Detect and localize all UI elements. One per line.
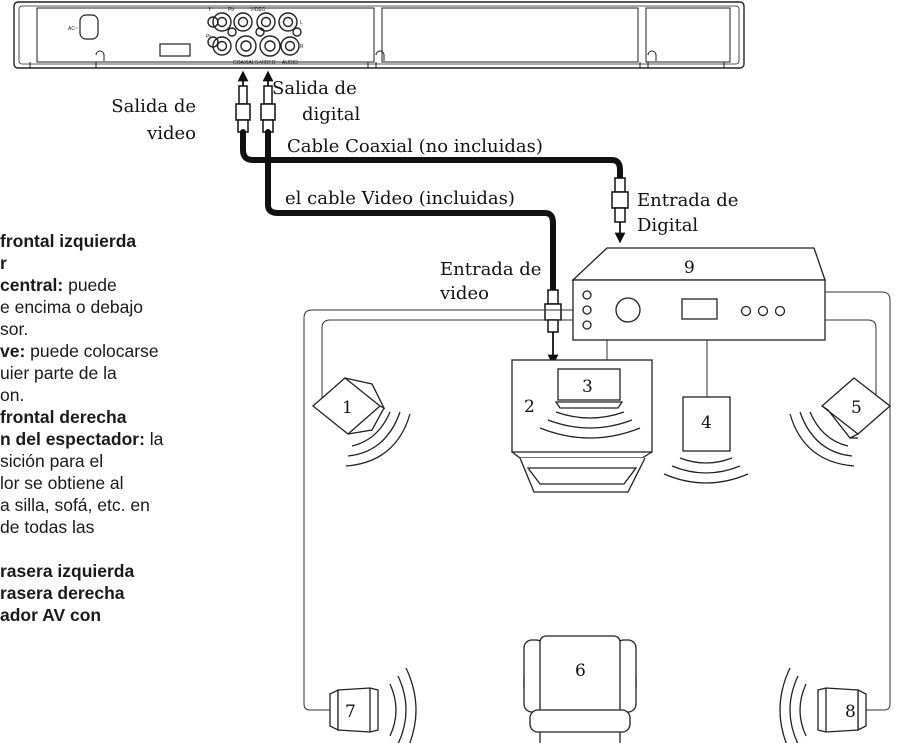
- video-cable-label: el cable Video (incluidas): [285, 188, 515, 209]
- speaker-center: [554, 368, 624, 409]
- sound-waves-subwoofer: [663, 457, 749, 484]
- digital-output-label-line2: digital: [302, 104, 361, 125]
- legend-line-10: n del espectador: la: [0, 429, 164, 449]
- digital-input-label-line1: Entrada de: [637, 190, 738, 211]
- r-label: R: [300, 44, 304, 50]
- video-input-label-line2: video: [439, 283, 489, 304]
- legend-line-5: sor.: [0, 319, 29, 339]
- input-arrows: [547, 222, 626, 366]
- sound-waves-rear-right: [779, 667, 807, 743]
- coaxial-label: COAXIAL: [233, 60, 255, 66]
- speaker-front-right: [820, 377, 892, 439]
- legend-line-7: uier parte de la: [0, 363, 117, 383]
- callout-labels: Salida de video Salida de digital Cable …: [111, 78, 738, 304]
- jack-labels: AC~ Y Pb Pr VIDEO L R COAXIAL S-VIDEO AU…: [68, 7, 304, 66]
- speaker-wires: [303, 291, 891, 711]
- number-1: 1: [342, 398, 353, 418]
- digital-output-label-line1: Salida de: [272, 78, 357, 99]
- pr-label: Pr: [206, 34, 211, 40]
- number-3: 3: [582, 377, 593, 397]
- video-input-label-line1: Entrada de: [440, 259, 541, 280]
- video-output-label-line1: Salida de: [111, 96, 196, 117]
- number-5: 5: [851, 398, 862, 418]
- component-numbers: 1 2 3 4 5 6 7 8 9: [342, 258, 862, 722]
- video-jack-label: VIDEO: [250, 7, 266, 13]
- y-label: Y: [208, 7, 212, 13]
- number-2: 2: [524, 397, 535, 417]
- dvd-player-rear-panel: [13, 1, 745, 69]
- legend-line-8: on.: [0, 385, 25, 405]
- video-output-label-line2: video: [146, 123, 196, 144]
- number-7: 7: [345, 702, 356, 722]
- top-plugs: [235, 85, 276, 133]
- legend-line-18: ador AV con: [0, 605, 102, 625]
- cables: [240, 129, 623, 293]
- speaker-rear-left: [329, 687, 379, 733]
- pb-label: Pb: [228, 7, 234, 13]
- sound-waves-front-left: [345, 411, 411, 467]
- legend-line-17: rasera derecha: [0, 583, 125, 603]
- legend-line-13: a silla, sofá, etc. en: [0, 495, 150, 515]
- digital-input-label-line2: Digital: [637, 215, 698, 236]
- sound-waves-rear-left: [389, 667, 417, 743]
- ac-label: AC~: [68, 26, 78, 32]
- legend-line-1: frontal izquierda: [0, 231, 137, 251]
- legend-line-2: r: [0, 253, 7, 273]
- legend-line-6: ve: puede colocarse: [0, 341, 159, 361]
- legend-line-15: [0, 538, 225, 560]
- number-8: 8: [845, 702, 856, 722]
- legend-line-16: rasera izquierda: [0, 561, 135, 581]
- legend-line-11: sición para el: [0, 451, 104, 471]
- legend-line-14: de todas las: [0, 517, 95, 537]
- av-receiver: [571, 247, 826, 341]
- l-label: L: [300, 20, 303, 26]
- speaker-rear-right: [817, 687, 867, 733]
- speaker-front-left: [311, 377, 386, 435]
- legend-text: frontal izquierda r central: puede e enc…: [0, 230, 225, 743]
- sound-waves-center: [539, 411, 641, 439]
- legend-line-4: e encima o debajo: [0, 297, 144, 317]
- sound-waves-front-right: [789, 411, 855, 467]
- listener-chair: [523, 635, 637, 743]
- coaxial-cable-label: Cable Coaxial (no incluidas): [287, 136, 543, 157]
- number-4: 4: [701, 413, 712, 433]
- number-6: 6: [575, 661, 586, 681]
- audio-label: AUDIO: [282, 60, 298, 66]
- svideo-label: S-VIDEO: [255, 60, 276, 66]
- number-9: 9: [684, 258, 695, 278]
- legend-line-9: frontal derecha: [0, 407, 127, 427]
- legend-line-12: lor se obtiene al: [0, 473, 124, 493]
- end-plugs: [544, 177, 629, 333]
- output-arrows: [237, 70, 274, 86]
- legend-line-3: central: puede: [0, 275, 117, 295]
- subwoofer: [682, 396, 731, 452]
